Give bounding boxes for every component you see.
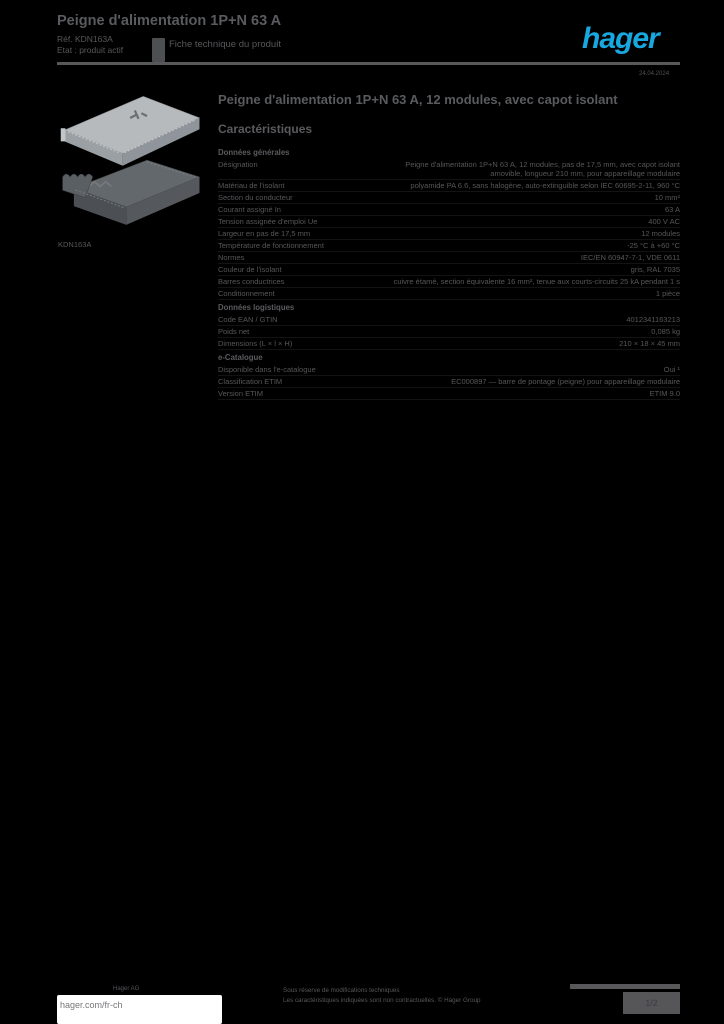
- spec-row-label: Matériau de l'isolant: [218, 181, 285, 190]
- comb-busbar: [62, 159, 201, 225]
- spec-row-label: Température de fonctionnement: [218, 241, 324, 250]
- product-status: Etat : produit actif: [57, 45, 124, 55]
- spec-row: Conditionnement 1 pièce: [218, 288, 680, 300]
- spec-row-value: polyamide PA 6.6, sans halogène, auto-ex…: [410, 181, 680, 190]
- spec-row: Couleur de l'isolant gris, RAL 7035: [218, 264, 680, 276]
- spec-row-value: -25 °C à +60 °C: [627, 241, 680, 250]
- characteristics-heading: Caractéristiques: [218, 122, 313, 136]
- spec-row-label: Désignation: [218, 160, 258, 169]
- spec-row-value: IEC/EN 60947-7-1, VDE 0611: [580, 253, 680, 262]
- spec-row: Tension assignée d'emploi Ue 400 V AC: [218, 216, 680, 228]
- spec-row-value: ETIM 9.0: [649, 389, 680, 398]
- product-image: [60, 96, 201, 225]
- spec-row: Poids net 0,085 kg: [218, 326, 680, 338]
- page-number-box: 1/2: [623, 992, 680, 1014]
- spec-row-label: Tension assignée d'emploi Ue: [218, 217, 318, 226]
- category-icon: [152, 38, 165, 62]
- spec-row: Normes IEC/EN 60947-7-1, VDE 0611: [218, 252, 680, 264]
- spec-row: Courant assigné In 63 A: [218, 204, 680, 216]
- spec-row-value: EC000897 — barre de pontage (peigne) pou…: [451, 377, 680, 386]
- spec-row-label: Disponible dans l'e-catalogue: [218, 365, 316, 374]
- spec-row: Version ETIM ETIM 9.0: [218, 388, 680, 400]
- cover-plate: [60, 96, 201, 166]
- footer-note-line2: Les caractéristiques indiquées sont non …: [283, 996, 481, 1004]
- header-subtitle-block: Réf. KDN163A Etat : produit actif: [57, 34, 297, 56]
- spec-row: Classification ETIM EC000897 — barre de p…: [218, 376, 680, 388]
- spec-row: Section du conducteur 10 mm²: [218, 192, 680, 204]
- footer-notes: Sous réserve de modifications techniques…: [283, 986, 518, 1005]
- spec-row-label: Conditionnement: [218, 289, 275, 298]
- spec-row-value: 400 V AC: [648, 217, 680, 226]
- footer-note-line1: Sous réserve de modifications techniques: [283, 987, 400, 994]
- spec-row-value: 12 modules: [641, 229, 680, 238]
- spec-row-label: Normes: [218, 253, 245, 262]
- spec-row-label: Largeur en pas de 17,5 mm: [218, 229, 311, 238]
- footer-url-chip[interactable]: hager.com/fr-ch: [57, 995, 222, 1024]
- image-caption: KDN163A: [58, 240, 92, 249]
- footer-company: Hager AG: [113, 986, 140, 992]
- spec-row-label: Code EAN / GTIN: [218, 315, 278, 324]
- spec-row-value: cuivre étamé, section équivalente 16 mm²…: [393, 277, 680, 286]
- document-date: 24.04.2024: [639, 71, 670, 77]
- footer-url[interactable]: hager.com/fr-ch: [60, 1000, 123, 1010]
- page-number: 1/2: [645, 998, 658, 1008]
- spec-row-label: Courant assigné In: [218, 205, 281, 214]
- spec-row-value: 210 × 18 × 45 mm: [619, 339, 680, 348]
- header-divider: [57, 62, 680, 65]
- spec-row-label: Dimensions (L × l × H): [218, 339, 293, 348]
- spec-row-label: Section du conducteur: [218, 193, 293, 202]
- spec-row-label: Couleur de l'isolant: [218, 265, 282, 274]
- spec-group-label: e-Catalogue: [218, 353, 263, 362]
- spec-row-value: Oui ¹: [663, 365, 680, 374]
- spec-row-value: gris, RAL 7035: [630, 265, 680, 274]
- hager-logo: hager: [582, 22, 660, 55]
- spec-row: Largeur en pas de 17,5 mm 12 modules: [218, 228, 680, 240]
- spec-row: Barres conductrices cuivre étamé, section…: [218, 276, 680, 288]
- page-title: Peigne d'alimentation 1P+N 63 A: [57, 13, 282, 29]
- spec-row-label: Poids net: [218, 327, 250, 336]
- spec-row: Dimensions (L × l × H) 210 × 18 × 45 mm: [218, 338, 680, 350]
- document-type-label: Fiche technique du produit: [169, 39, 281, 50]
- spec-row-label: Barres conductrices: [218, 277, 285, 286]
- spec-row-value: 10 mm²: [654, 193, 680, 202]
- spec-row-value: Peigne d'alimentation 1P+N 63 A, 12 modu…: [405, 160, 680, 178]
- footer-accent-bar: [570, 984, 680, 989]
- spec-group-label: Données générales: [218, 148, 290, 157]
- spec-row-label: Version ETIM: [218, 389, 264, 398]
- spec-row-value: 0,085 kg: [651, 327, 680, 336]
- product-reference: Réf. KDN163A: [57, 34, 113, 44]
- spec-row: Code EAN / GTIN 4012341163213: [218, 314, 680, 326]
- spec-group-label: Données logistiques: [218, 303, 295, 312]
- spec-row-value: 63 A: [664, 205, 680, 214]
- spec-row: Désignation Peigne d'alimentation 1P+N 63…: [218, 159, 680, 180]
- spec-row-value: 4012341163213: [626, 315, 680, 324]
- spec-row: Disponible dans l'e-catalogue Oui ¹: [218, 364, 680, 376]
- spec-row-label: Classification ETIM: [218, 377, 283, 386]
- spec-row-value: 1 pièce: [655, 289, 680, 298]
- spec-row: Matériau de l'isolant polyamide PA 6.6, s…: [218, 180, 680, 192]
- spec-row: Température de fonctionnement -25 °C à +6…: [218, 240, 680, 252]
- product-title: Peigne d'alimentation 1P+N 63 A, 12 modu…: [218, 92, 618, 107]
- main-content: Peigne d'alimentation 1P+N 63 A, 12 modu…: [218, 92, 680, 400]
